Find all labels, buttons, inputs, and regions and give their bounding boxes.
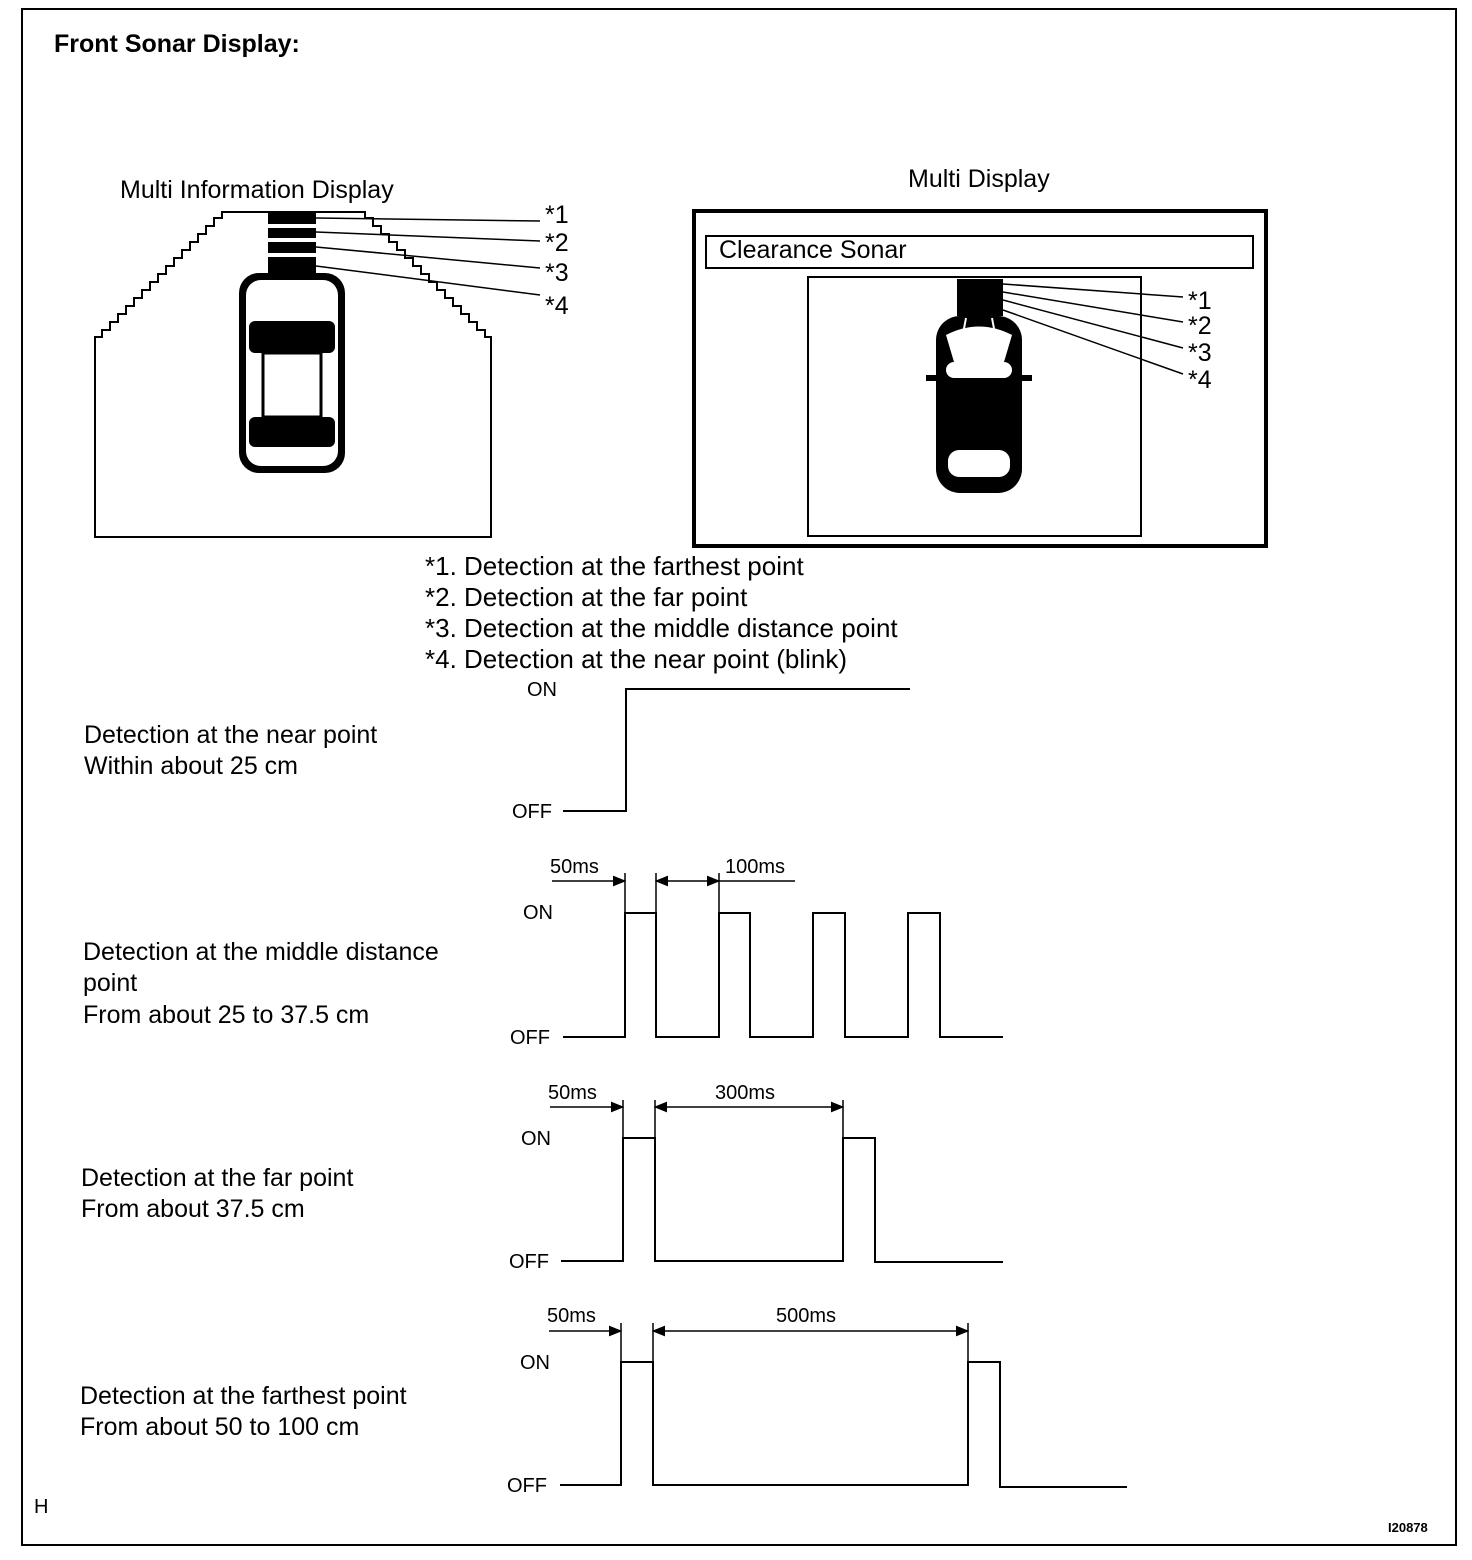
md-marker-4: *4 [1188,366,1212,394]
farthest-on-label: ON [520,1352,550,1374]
far-desc-line-2: From about 37.5 cm [81,1195,305,1223]
near-desc-line-1: Detection at the near point [84,721,378,749]
corner-mark: H [34,1496,49,1518]
farthest-on-time: 50ms [547,1305,596,1327]
mid-callout-lines [315,217,541,296]
middle-desc-line-1: Detection at the middle distance [83,938,439,966]
middle-on-time: 50ms [550,856,599,878]
near-waveform [563,688,910,812]
middle-off-time: 100ms [725,856,786,878]
far-off-time: 300ms [715,1082,776,1104]
figure-code: I20878 [1388,1520,1428,1535]
mid-bar-2 [268,228,316,238]
mid-marker-3: *3 [545,259,569,287]
md-marker-2: *2 [1188,312,1212,340]
multi-display [692,209,1268,548]
legend-item-2: *2. Detection at the far point [425,582,748,612]
farthest-waveform [560,1361,1127,1488]
mid-marker-2: *2 [545,229,569,257]
mid-screen-outline [94,211,492,538]
far-on-label: ON [521,1128,551,1150]
far-on-time: 50ms [548,1082,597,1104]
near-on-label: ON [527,679,557,701]
mid-bar-1 [268,213,316,224]
multi-information-display [94,211,492,538]
middle-off-label: OFF [510,1027,550,1049]
far-desc-line-1: Detection at the far point [81,1164,354,1192]
mid-bar-3 [268,242,316,253]
figure-frame [21,8,1457,1546]
mid-label: Multi Information Display [120,176,394,204]
legend-item-3: *3. Detection at the middle distance poi… [425,613,898,643]
middle-on-label: ON [523,902,553,924]
mid-marker-1: *1 [545,201,569,229]
legend-item-4: *4. Detection at the near point (blink) [425,644,848,674]
far-timing-arrows [550,1100,845,1138]
md-marker-1: *1 [1188,287,1212,315]
mid-sonar-bars [268,213,316,275]
farthest-off-label: OFF [507,1475,547,1497]
md-sonar-block [957,279,1003,316]
farthest-desc-line-1: Detection at the farthest point [80,1382,407,1410]
md-header: Clearance Sonar [719,236,907,264]
middle-waveform [563,912,1003,1038]
mid-marker-4: *4 [545,292,569,320]
farthest-desc-line-2: From about 50 to 100 cm [80,1413,360,1441]
md-car-icon [926,279,1032,493]
md-label: Multi Display [908,165,1050,193]
far-waveform [561,1137,1003,1263]
md-header-box [705,235,1254,269]
far-off-label: OFF [509,1251,549,1273]
legend-item-1: *1. Detection at the farthest point [425,551,804,581]
md-marker-3: *3 [1188,339,1212,367]
md-callout-lines [1002,283,1184,375]
mid-car-icon [239,273,345,473]
farthest-off-time: 500ms [776,1305,837,1327]
md-camera-view [807,276,1142,537]
md-outer-frame [692,209,1268,548]
middle-desc-line-3: From about 25 to 37.5 cm [83,1001,370,1029]
near-desc-line-2: Within about 25 cm [84,752,298,780]
farthest-timing-arrows [549,1323,970,1362]
figure-title: Front Sonar Display: [54,30,300,58]
middle-desc-line-2: point [83,969,138,997]
mid-bar-4 [268,257,316,275]
middle-timing-arrows [552,873,795,913]
near-off-label: OFF [512,801,552,823]
